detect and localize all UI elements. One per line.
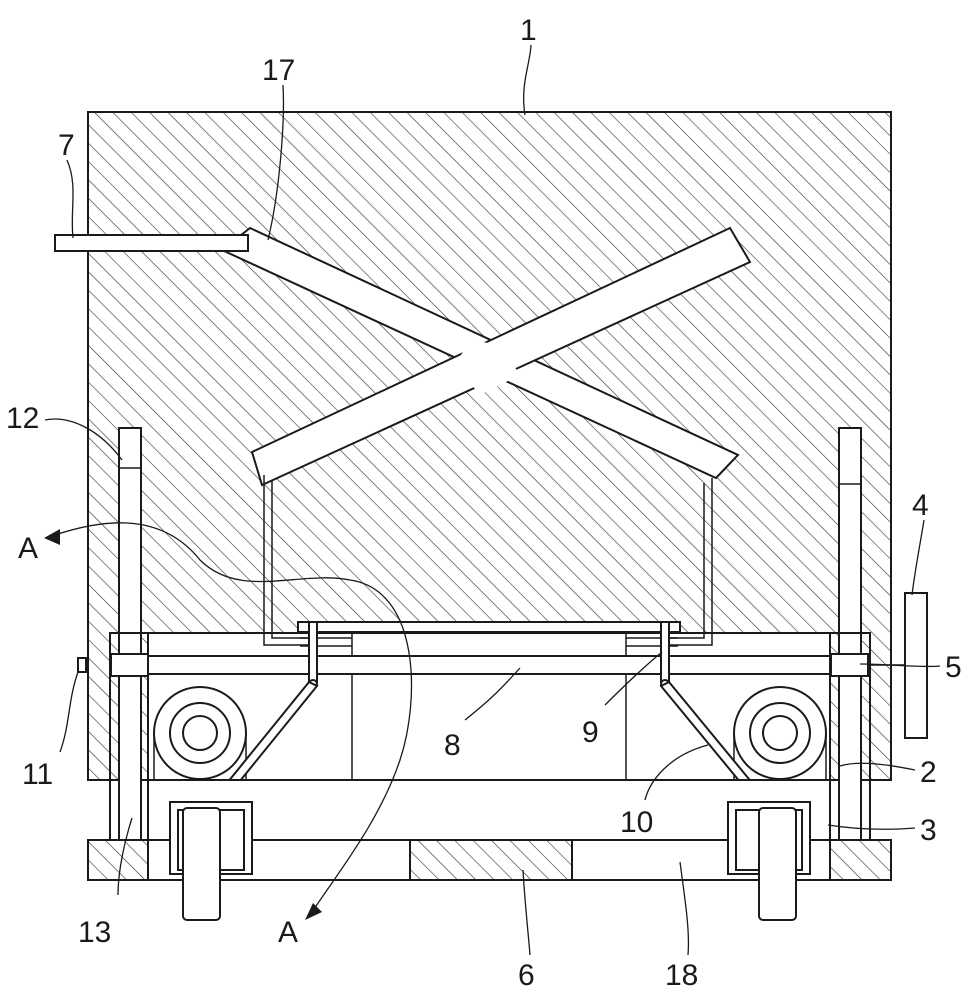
leader-12 (44, 418, 123, 461)
right-wheel (758, 807, 797, 921)
callout-18: 18 (665, 959, 698, 992)
callout-17: 17 (262, 54, 295, 87)
feed-bar (54, 234, 249, 252)
right-piston (660, 621, 670, 683)
callout-11: 11 (22, 758, 53, 791)
right-roller-inner (762, 715, 798, 751)
left-wheel (182, 807, 221, 921)
callout-7: 7 (58, 129, 75, 162)
leader-3 (827, 824, 916, 830)
leader-2 (839, 762, 916, 771)
callout-13: 13 (78, 916, 111, 949)
leader-10 (644, 744, 709, 801)
right-pipe (668, 478, 713, 646)
callout-1: 1 (520, 14, 537, 47)
center-top-plate (297, 621, 681, 633)
leader-1 (522, 44, 532, 116)
right-roller-mid (749, 702, 811, 764)
callout-a-top: A (18, 532, 38, 565)
callout-6: 6 (518, 959, 535, 992)
leader-17 (267, 84, 285, 241)
right-post (838, 427, 862, 842)
callout-2: 2 (920, 756, 937, 789)
lower-frame (147, 779, 831, 841)
leader-9 (604, 651, 663, 706)
left-roller-mid (169, 702, 231, 764)
leader-7 (66, 159, 74, 239)
left-post (118, 427, 142, 842)
base-hatch-left (87, 839, 149, 881)
callout-10: 10 (620, 806, 653, 839)
leader-13 (117, 817, 133, 896)
leader-5 (859, 663, 941, 668)
right-pipe-inner (668, 483, 705, 639)
horizontal-shaft (109, 655, 871, 675)
left-post-collar (110, 653, 149, 677)
leader-6 (522, 869, 531, 956)
cross-center (455, 340, 520, 395)
callout-9: 9 (582, 716, 599, 749)
callout-5: 5 (945, 651, 962, 684)
base-hatch-center (409, 839, 573, 881)
leader-4 (911, 519, 925, 596)
leader-18 (679, 861, 690, 956)
callout-8: 8 (444, 729, 461, 762)
leader-11 (59, 671, 79, 753)
section-arrow-bottom (305, 903, 322, 920)
right-post-collar (830, 653, 869, 677)
callout-a-bottom: A (278, 916, 298, 949)
left-pipe (263, 475, 308, 646)
left-piston (308, 621, 318, 683)
leader-8 (464, 667, 521, 721)
callout-4: 4 (912, 489, 929, 522)
left-pipe-inner (271, 480, 308, 639)
left-roller-inner (182, 715, 218, 751)
section-arrow-top (44, 529, 60, 545)
callout-3: 3 (920, 814, 937, 847)
base-hatch-right (829, 839, 892, 881)
callout-12: 12 (6, 402, 39, 435)
left-knob (77, 657, 87, 673)
section-line-a-a (54, 522, 413, 913)
